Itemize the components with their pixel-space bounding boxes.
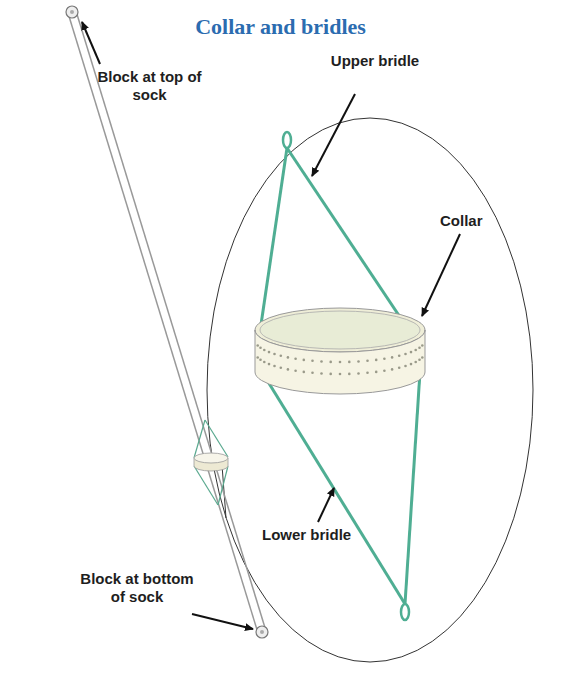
collar-hole	[421, 344, 424, 347]
collar-hole	[404, 365, 407, 368]
collar-hole	[294, 370, 297, 373]
zoom-outline	[207, 118, 533, 662]
bottom-block-pin	[260, 630, 264, 634]
lower-bridle	[262, 372, 420, 620]
part-label: Block at bottom of sock	[72, 570, 202, 606]
collar-hole	[259, 347, 262, 350]
collar-hole	[410, 351, 413, 354]
collar-hole	[398, 367, 401, 370]
collar-hole	[383, 358, 386, 361]
collar-hole	[320, 372, 323, 375]
collar-hole	[329, 373, 332, 376]
callout-arrows	[82, 22, 460, 629]
collar-hole	[268, 363, 271, 366]
collar-hole	[404, 353, 407, 356]
collar-hole	[375, 371, 378, 374]
collar-hole	[263, 349, 266, 352]
collar-hole	[329, 361, 332, 364]
collar-hole	[311, 360, 314, 363]
collar-hole	[259, 359, 262, 362]
collar-hole	[357, 360, 360, 363]
collar-hole	[268, 351, 271, 354]
collar-hole	[256, 344, 259, 347]
collar-hole	[418, 347, 421, 350]
collar-hole	[357, 372, 360, 375]
collar-hole	[414, 349, 417, 352]
collar-hole	[339, 361, 342, 364]
diagram-title: Collar and bridles	[0, 14, 561, 40]
collar-hole	[280, 355, 283, 358]
part-label: Block at top of sock	[92, 68, 207, 104]
collar-hole	[366, 360, 369, 363]
collar-hole	[348, 361, 351, 364]
collar-hole	[398, 355, 401, 358]
bottom-block	[256, 626, 268, 638]
collar-hole	[375, 359, 378, 362]
collar-hole	[256, 356, 259, 359]
collar	[255, 308, 425, 394]
top-block-pin	[70, 10, 74, 14]
collar-hole	[421, 356, 424, 359]
collar-hole	[391, 368, 394, 371]
collar-hole	[280, 367, 283, 370]
collar-hole	[263, 361, 266, 364]
collar-hole	[366, 372, 369, 375]
collar-hole	[303, 371, 306, 374]
part-label: Lower bridle	[262, 526, 382, 544]
sock	[68, 11, 266, 633]
collar-hole	[287, 356, 290, 359]
collar-hole	[320, 360, 323, 363]
collar-hole	[273, 353, 276, 356]
part-label: Collar	[440, 212, 520, 230]
small-collar	[194, 420, 228, 505]
collar-hole	[303, 359, 306, 362]
collar-hole	[410, 363, 413, 366]
collar-hole	[287, 368, 290, 371]
collar-holes	[256, 344, 423, 375]
collar-hole	[273, 365, 276, 368]
collar-hole	[383, 370, 386, 373]
part-label: Upper bridle	[320, 52, 430, 70]
collar-hole	[418, 359, 421, 362]
top-block	[66, 6, 78, 18]
collar-hole	[311, 372, 314, 375]
collar-hole	[391, 356, 394, 359]
collar-hole	[339, 373, 342, 376]
collar-hole	[414, 361, 417, 364]
collar-hole	[294, 358, 297, 361]
collar-hole	[348, 373, 351, 376]
